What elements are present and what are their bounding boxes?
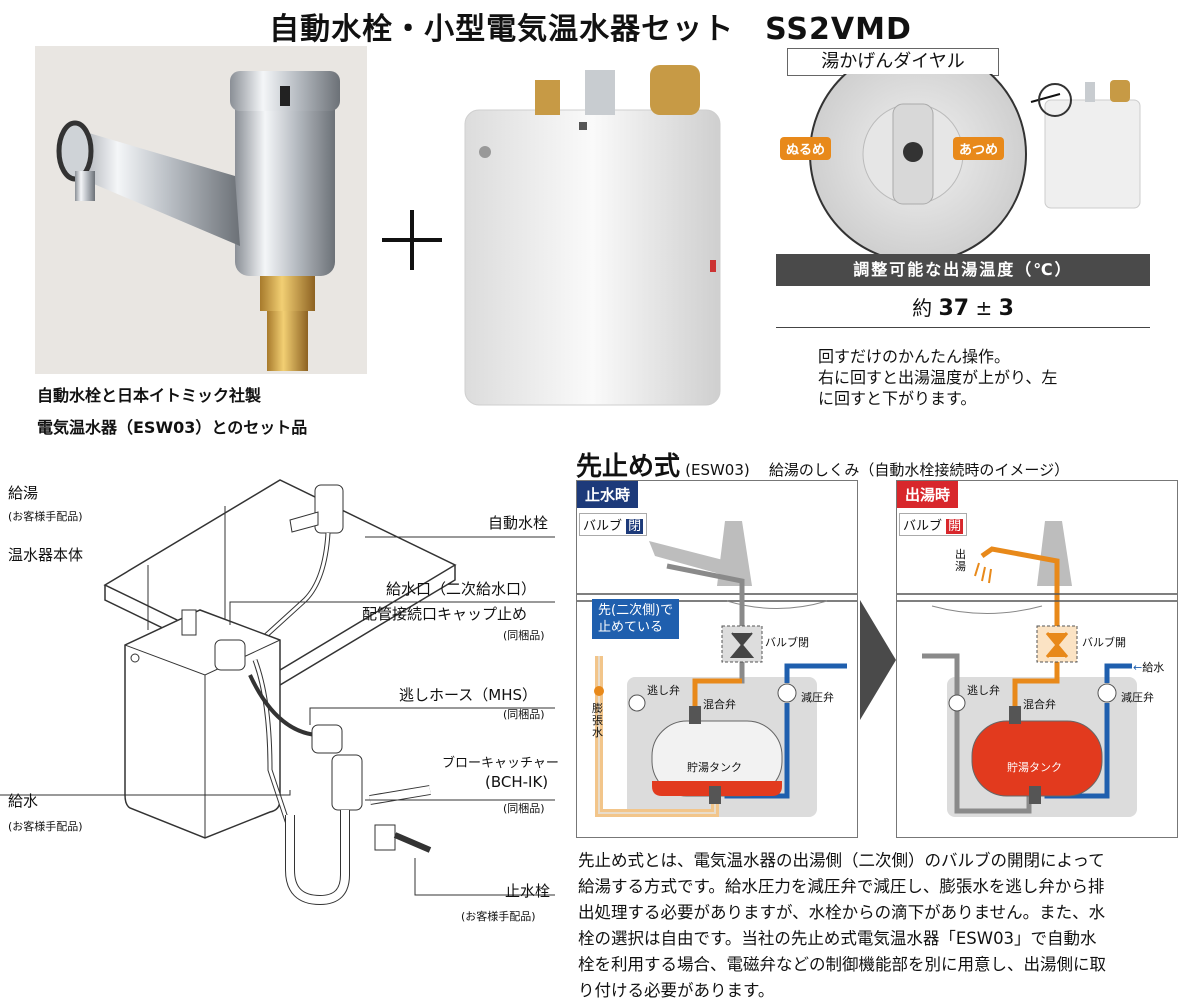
- stop-valve-note: (お客様手配品): [461, 910, 536, 923]
- stop-valve-closed-label: バルブ閉: [765, 636, 809, 649]
- dial-label: 湯かげんダイヤル: [787, 48, 999, 76]
- blow-catcher-note: (同梱品): [503, 802, 545, 815]
- divider: [776, 327, 1150, 328]
- installation-diagram: [0, 470, 560, 940]
- callout-box: 先(二次側)で 止めている: [592, 599, 680, 639]
- stop-reducing-valve: 減圧弁: [801, 691, 834, 704]
- arrow-icon: [860, 600, 896, 720]
- blow-catcher-model: (BCH-IK): [485, 773, 549, 791]
- explanation-text: 先止め式とは、電気温水器の出湯側（二次側）のバルブの開閉によって 給湯する方式で…: [578, 851, 1106, 1000]
- relief-hose-label: 逃しホース（MHS）: [399, 686, 537, 704]
- stop-state-panel: 止水時 バルブ 閉 先(二次側)で 止めている バルブ閉 逃し弁 混合弁 減圧弁…: [576, 480, 858, 838]
- blow-catcher-label: ブローキャッチャー: [442, 756, 559, 771]
- open-relief-valve: 逃し弁: [967, 684, 1000, 697]
- open-valve-open-label: バルブ開: [1082, 636, 1126, 649]
- hot-tag: あつめ: [953, 137, 1005, 160]
- set-caption: 自動水栓と日本イトミック社製 電気温水器（ESW03）とのセット品: [37, 386, 308, 437]
- stop-valve-label: 止水栓: [505, 882, 551, 900]
- hot-out-label: 出湯: [955, 548, 966, 573]
- cap-included-note: (同梱品): [503, 629, 545, 642]
- open-mixing-valve: 混合弁: [1023, 698, 1056, 711]
- open-reducing-valve: 減圧弁: [1121, 691, 1154, 704]
- system-heading: 先止め式 (ESW03) 給湯のしくみ（自動水栓接続時のイメージ）: [576, 452, 1070, 482]
- water-supply-note: (お客様手配品): [8, 820, 83, 833]
- stop-relief-valve: 逃し弁: [647, 684, 680, 697]
- water-supply-label: 給水: [8, 792, 39, 810]
- stop-title: 止水時: [577, 481, 639, 508]
- open-state-panel: 出湯時 バルブ 開 出湯 バルブ開 逃し弁 混合弁 減圧弁 貯湯タンク ←給水: [896, 480, 1178, 838]
- lukewarm-tag: ぬるめ: [780, 137, 832, 160]
- plus-icon: [382, 210, 442, 270]
- temp-range-value: 約 37 ± 3: [912, 296, 1014, 321]
- expansion-water: 膨張水: [592, 702, 603, 739]
- stop-tank: 貯湯タンク: [687, 761, 742, 774]
- page-title: 自動水栓・小型電気温水器セット SS2VMD: [269, 12, 912, 47]
- dial-description: 回すだけのかんたん操作。 右に回すと出湯温度が上がり、左 に回すと下がります。: [818, 347, 1058, 408]
- hot-supply-label: 給湯: [8, 484, 39, 502]
- stop-mixing-valve: 混合弁: [703, 698, 736, 711]
- water-inlet-label: ←給水: [1133, 661, 1165, 674]
- open-tank: 貯湯タンク: [1007, 761, 1062, 774]
- stop-valve-state: バルブ 閉: [579, 513, 648, 536]
- relief-hose-note: (同梱品): [503, 708, 545, 721]
- inlet-label: 給水口（二次給水口）: [386, 580, 537, 598]
- auto-faucet-label: 自動水栓: [488, 514, 549, 532]
- faucet-photo: [35, 46, 367, 374]
- heater-thumbnail: [1030, 72, 1142, 212]
- open-title: 出湯時: [897, 481, 959, 508]
- dial-closeup: [808, 45, 1028, 263]
- water-heater-photo: [455, 60, 735, 415]
- open-valve-state: バルブ 開: [899, 513, 968, 536]
- heater-body-label: 温水器本体: [8, 546, 84, 564]
- temp-range-header: 調整可能な出湯温度（℃）: [776, 254, 1150, 286]
- hot-supply-note: (お客様手配品): [8, 510, 83, 523]
- cap-label: 配管接続口キャップ止め: [362, 605, 528, 623]
